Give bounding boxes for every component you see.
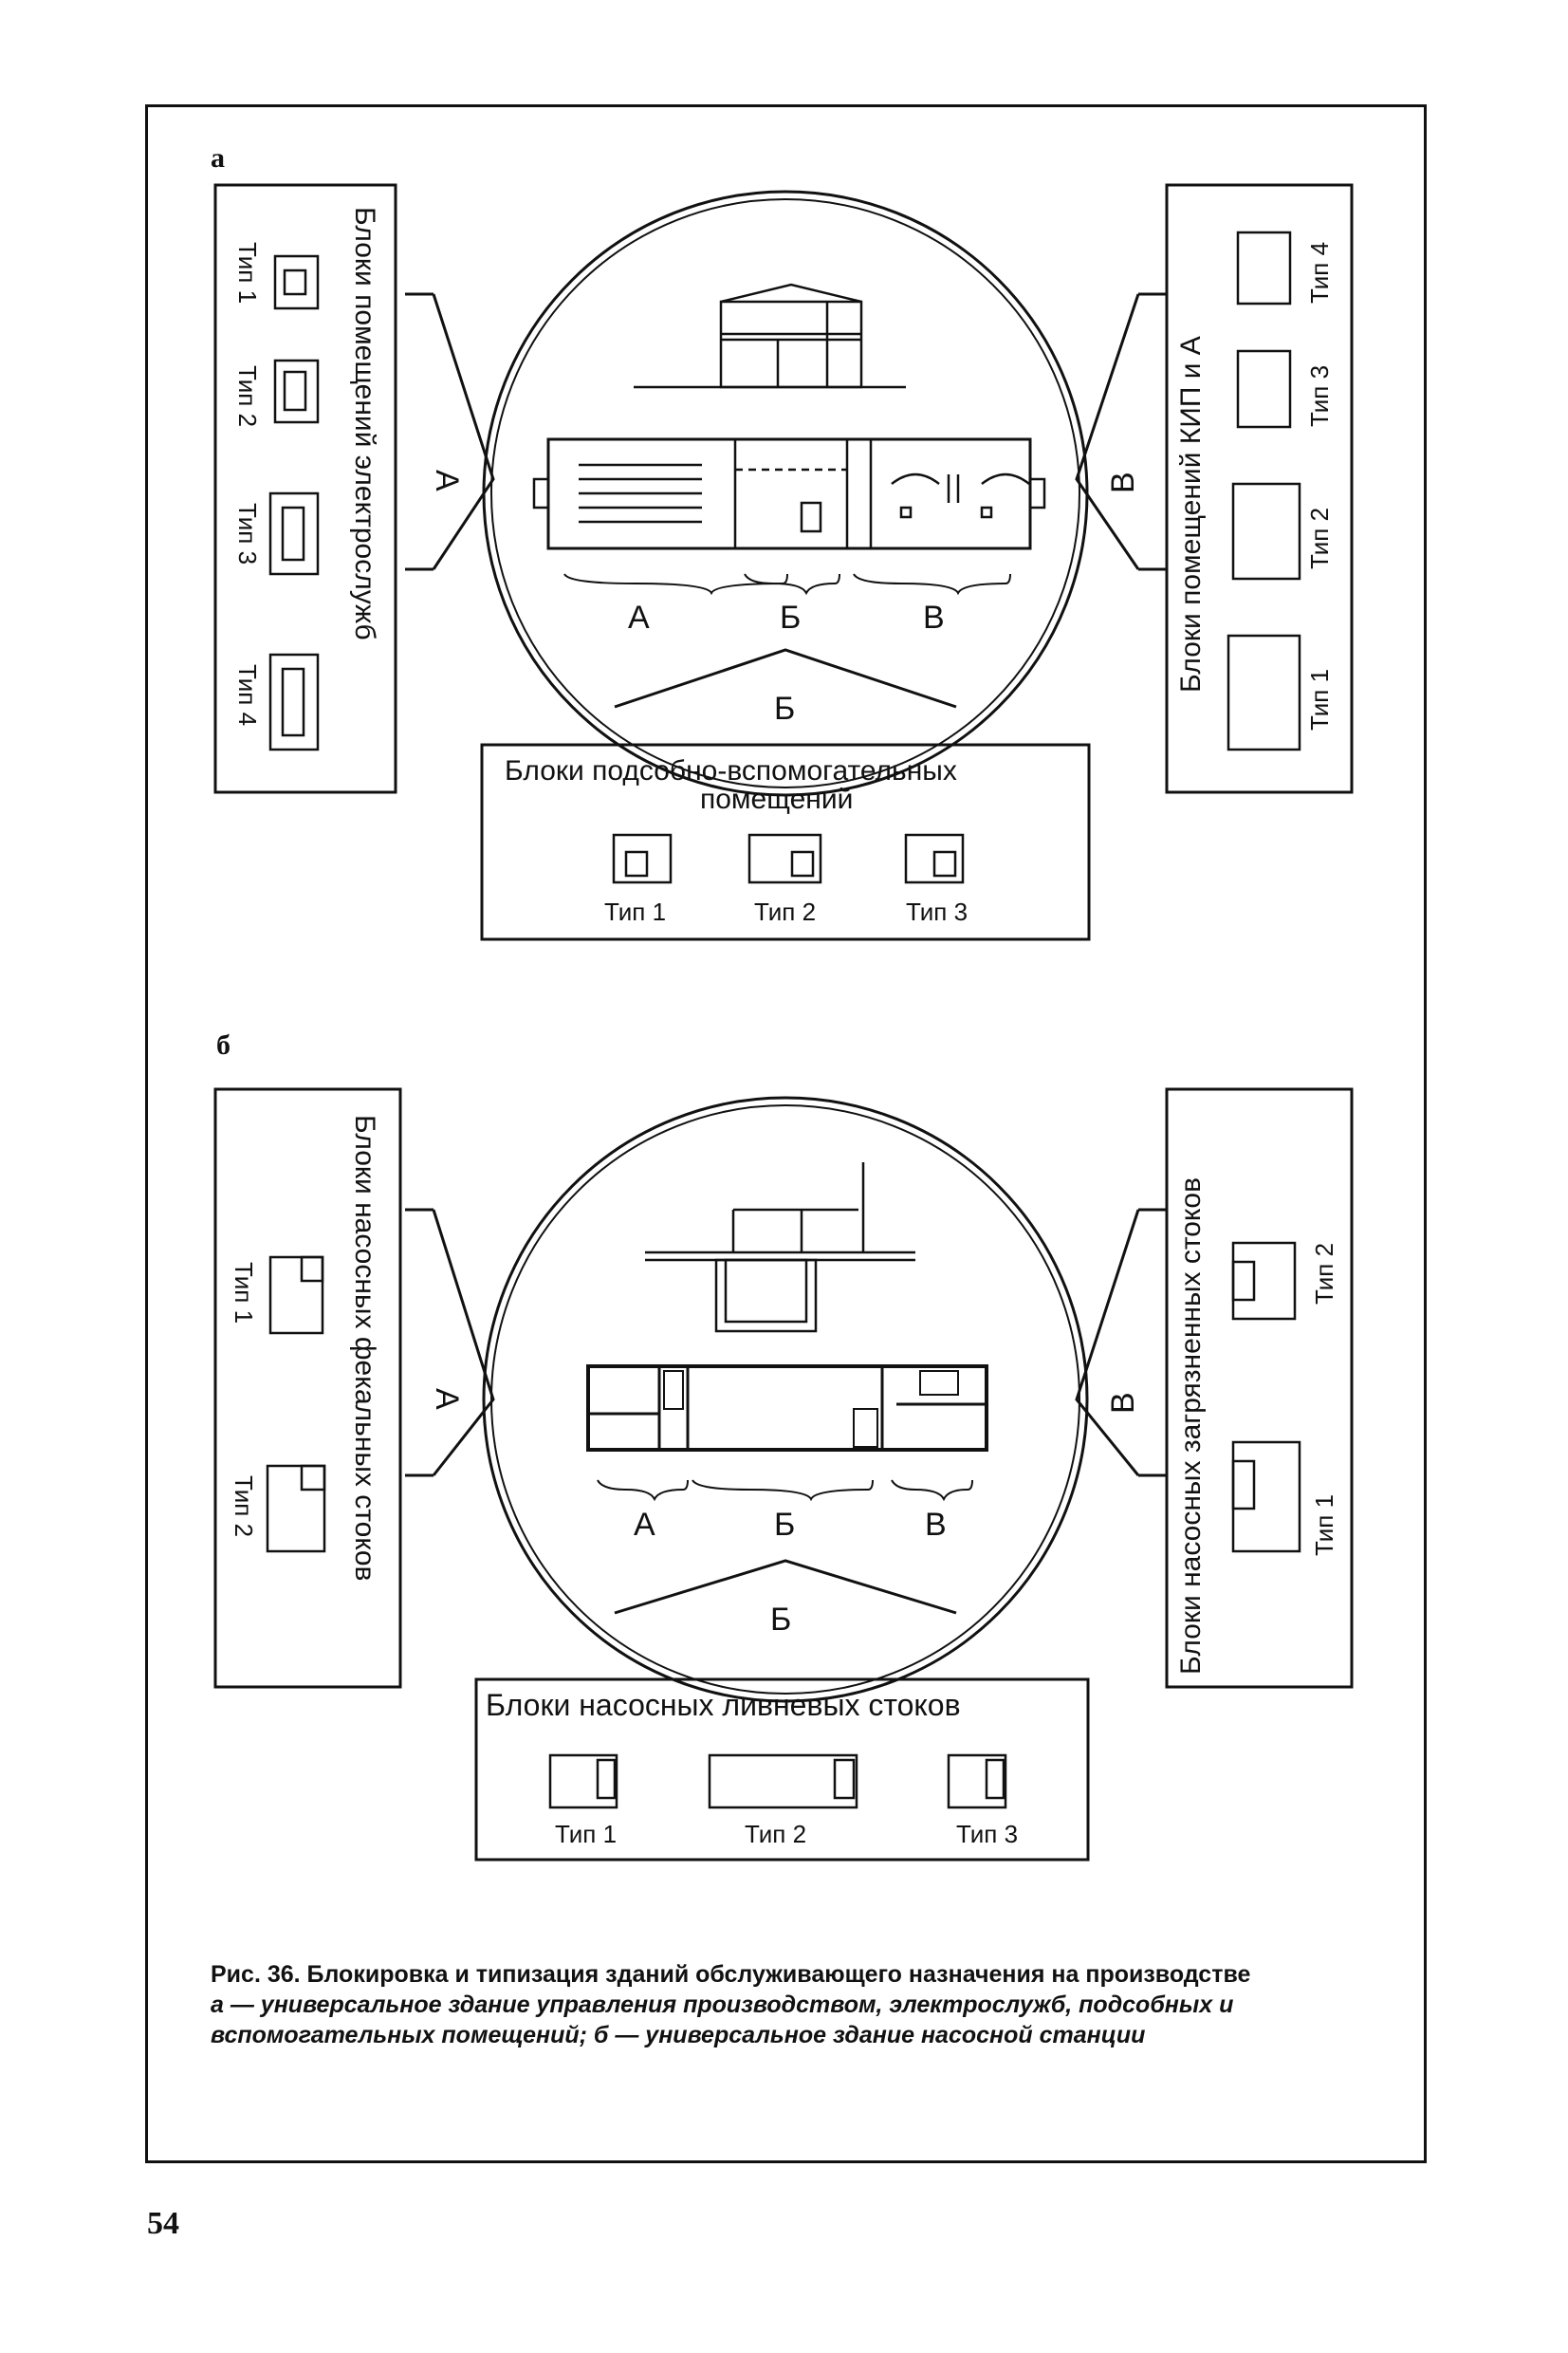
panel-a-arrow-left-label: А — [429, 470, 465, 491]
panel-b-right-type-2: Тип 2 — [1310, 1243, 1338, 1305]
panel-a-left-box-title: Блоки помещений электрослужб — [349, 207, 380, 640]
panel-b-bottom-type-1: Тип 1 — [555, 1820, 617, 1848]
panel-a-zone-v: В — [923, 600, 945, 636]
panel-b-right-box — [1165, 1087, 1354, 1689]
panel-a-left-type-2: Тип 2 — [233, 365, 262, 427]
panel-b-left-box — [213, 1087, 402, 1689]
panel-a-bottom-type-2: Тип 2 — [754, 898, 816, 926]
panel-a-left-type-1: Тип 1 — [233, 242, 262, 304]
panel-b-bottom-title: Блоки насосных ливневых стоков — [486, 1688, 961, 1722]
panel-b-bottom-type-2: Тип 2 — [745, 1820, 806, 1848]
panel-b-arrow-left-label: А — [429, 1388, 465, 1410]
panel-a-left-box — [213, 183, 397, 794]
panel-a-zone-a: А — [628, 600, 650, 636]
caption-lead: Рис. 36. Блокировка и типизация зданий о… — [211, 1961, 1251, 1988]
panel-b-left-type-2: Тип 2 — [230, 1475, 258, 1537]
panel-a-right-box-title: Блоки помещений КИП и А — [1175, 336, 1207, 693]
panel-a-left-type-3: Тип 3 — [233, 503, 262, 565]
panel-a-arrow-bottom-label: Б — [774, 691, 795, 727]
panel-b-right-type-1: Тип 1 — [1310, 1494, 1338, 1556]
panel-a-arrow-right-label: В — [1105, 472, 1141, 493]
page-number: 54 — [147, 2206, 179, 2241]
caption-body: а — универсальное здание управления прои… — [211, 1992, 1234, 2048]
panel-a-building-plan — [532, 437, 1046, 550]
panel-b-zone-a: А — [634, 1507, 655, 1543]
panel-b-zone-b: Б — [774, 1507, 795, 1543]
panel-a-bottom-type-3: Тип 3 — [906, 898, 968, 926]
panel-b-right-box-title: Блоки насосных загрязненных стоков — [1175, 1177, 1207, 1675]
panel-b-building-plan — [586, 1364, 988, 1452]
panel-b-arrow-bottom-label: Б — [770, 1602, 791, 1638]
panel-a-right-type-1: Тип 1 — [1305, 669, 1334, 731]
panel-a-bottom-type-1: Тип 1 — [604, 898, 666, 926]
panel-a-right-type-2: Тип 2 — [1305, 508, 1334, 569]
panel-b-letter: б — [216, 1029, 231, 1061]
panel-a-right-type-3: Тип 3 — [1305, 365, 1334, 427]
figure-caption: Рис. 36. Блокировка и типизация зданий о… — [211, 1959, 1377, 2050]
panel-b-bottom-type-3: Тип 3 — [956, 1820, 1018, 1848]
panel-a-zone-b: Б — [780, 600, 801, 636]
panel-a-left-type-4: Тип 4 — [233, 664, 262, 726]
panel-a-letter: а — [211, 142, 225, 174]
panel-a-bottom-title-2: помещений — [700, 784, 853, 815]
panel-b-bottom-box — [474, 1677, 1090, 1862]
panel-a-bottom-box — [480, 743, 1091, 941]
figure-frame — [145, 104, 1427, 2163]
panel-b-building-section — [645, 1162, 915, 1333]
panel-a-bottom-title-1: Блоки подсобно-вспомогательных — [505, 755, 957, 787]
panel-a-right-type-4: Тип 4 — [1305, 242, 1334, 304]
panel-b-left-type-1: Тип 1 — [230, 1262, 258, 1324]
panel-b-zone-v: В — [925, 1507, 947, 1543]
panel-a-right-box — [1165, 183, 1354, 794]
panel-b-left-box-title: Блоки насосных фекальных стоков — [349, 1115, 380, 1581]
panel-a-building-elevation — [634, 283, 906, 389]
panel-b-arrow-right-label: В — [1105, 1392, 1141, 1414]
